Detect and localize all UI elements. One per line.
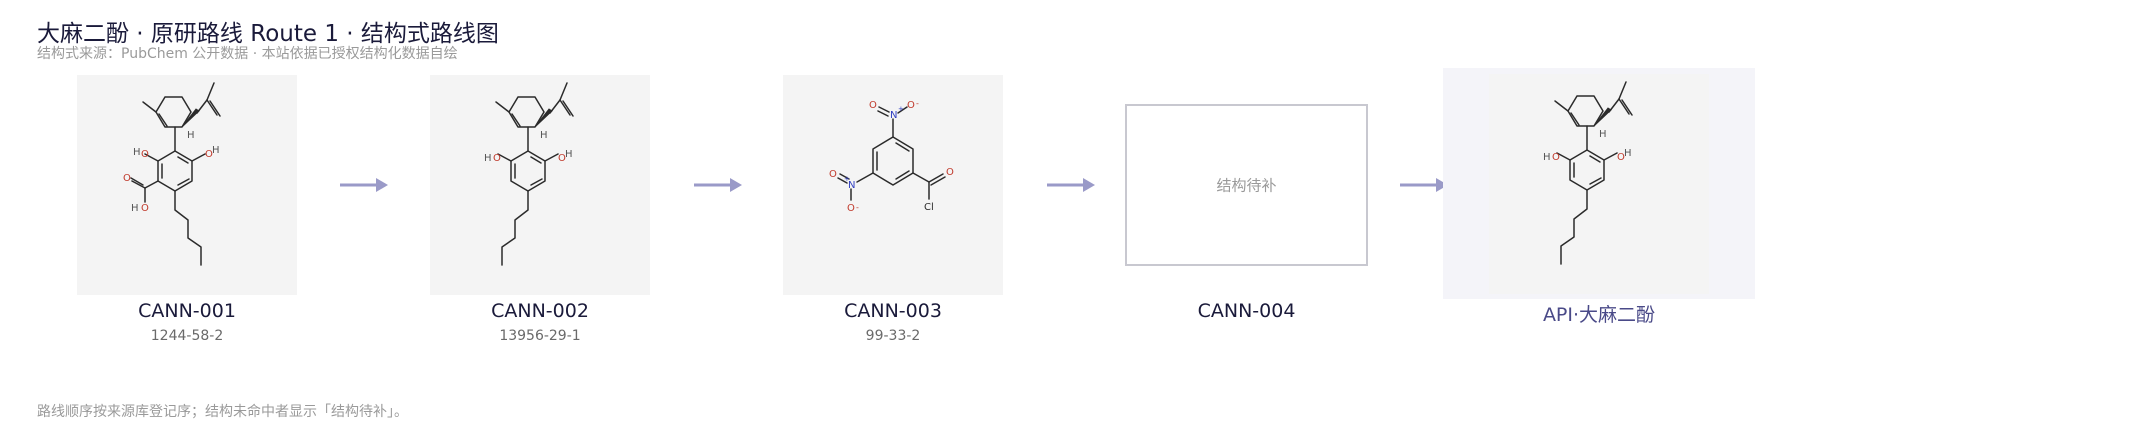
structure-placeholder-cann-004: 结构待补 [1125, 104, 1368, 266]
footer-note: 路线顺序按来源库登记序；结构未命中者显示「结构待补」。 [37, 404, 408, 420]
svg-text:O: O [829, 169, 837, 180]
svg-text:H: H [187, 130, 195, 141]
source-note: 结构式来源：PubChem 公开数据 · 本站依据已授权结构化数据自绘 [37, 46, 458, 62]
svg-text:H: H [1624, 148, 1632, 159]
structure-card-api: H H O O H [1489, 74, 1709, 294]
structure-card-cann-003: N + O O - N + O O - O Cl [783, 75, 1003, 295]
cas-number-cann-002: 13956-29-1 [499, 328, 581, 344]
structure-pending-text: 结构待补 [1216, 176, 1277, 195]
route-arrow-1 [340, 178, 388, 192]
structure-image-cann-002: H H O O H [484, 82, 574, 266]
svg-text:O: O [141, 149, 149, 160]
cas-number-cann-003: 99-33-2 [865, 328, 921, 344]
svg-text:H: H [131, 203, 139, 214]
svg-text:O: O [847, 203, 855, 214]
structure-image-api: H H O O H [1543, 81, 1633, 265]
svg-text:H: H [540, 130, 548, 141]
svg-text:O: O [869, 100, 877, 111]
svg-text:N: N [890, 110, 897, 121]
svg-text:O: O [141, 203, 149, 214]
page-title: 大麻二酚 · 原研路线 Route 1 · 结构式路线图 [37, 21, 499, 47]
svg-text:O: O [1617, 152, 1625, 163]
cas-number-cann-001: 1244-58-2 [150, 328, 224, 344]
svg-text:O: O [205, 149, 213, 160]
svg-text:O: O [558, 153, 566, 164]
svg-text:H: H [1543, 152, 1551, 163]
svg-text:O: O [1552, 152, 1560, 163]
route-arrow-4 [1400, 178, 1448, 192]
svg-text:O: O [493, 153, 501, 164]
api-structure-panel: H H O O H [1443, 68, 1755, 299]
step-code-cann-004: CANN-004 [1197, 300, 1296, 322]
svg-text:-: - [916, 99, 919, 108]
svg-text:H: H [1599, 129, 1607, 140]
structure-card-cann-001: H H O O H O O H [77, 75, 297, 295]
svg-text:Cl: Cl [924, 202, 934, 213]
svg-text:-: - [856, 203, 859, 212]
step-code-cann-003: CANN-003 [844, 300, 942, 322]
svg-text:O: O [946, 167, 954, 178]
step-code-cann-002: CANN-002 [491, 300, 589, 322]
structure-image-cann-001: H H O O H O O H [123, 82, 221, 266]
svg-text:H: H [565, 149, 573, 160]
svg-text:O: O [123, 173, 131, 184]
svg-text:O: O [907, 100, 915, 111]
route-arrow-3 [1047, 178, 1095, 192]
svg-text:H: H [133, 147, 141, 158]
svg-text:H: H [484, 153, 492, 164]
step-code-api: API·大麻二酚 [1542, 304, 1656, 326]
route-arrow-2 [694, 178, 742, 192]
step-code-cann-001: CANN-001 [138, 300, 236, 322]
structure-card-cann-002: H H O O H [430, 75, 650, 295]
svg-text:+: + [898, 105, 904, 113]
structure-image-cann-003: N + O O - N + O O - O Cl [829, 99, 954, 214]
svg-text:N: N [848, 180, 855, 191]
svg-text:+: + [844, 175, 850, 183]
svg-text:H: H [212, 145, 220, 156]
